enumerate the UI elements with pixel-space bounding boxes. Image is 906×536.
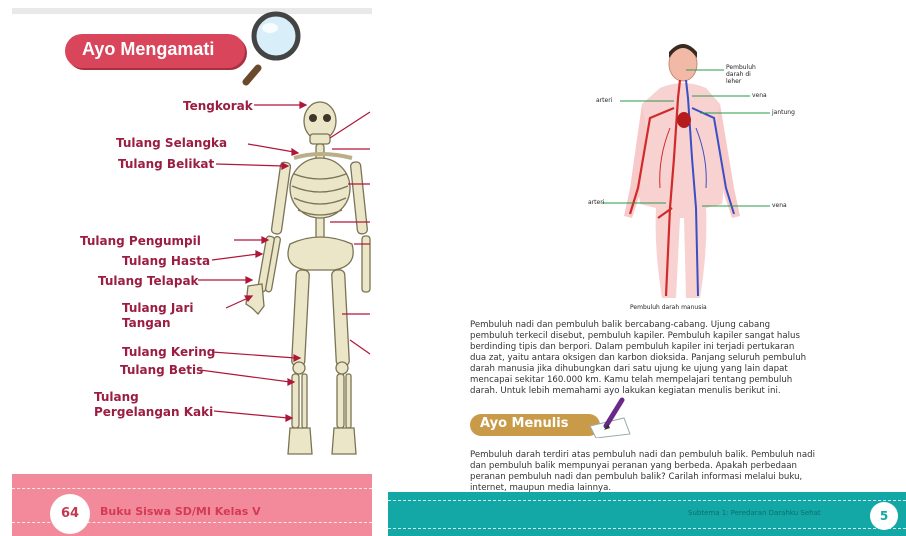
label-tangan: Tangan	[122, 316, 171, 330]
para1-line: berdinding tipis dan berpori. Dalam pemb…	[470, 342, 884, 353]
ayo-menulis-title: Ayo Menulis	[480, 416, 568, 431]
para1-line: Pembuluh nadi dan pembuluh balik bercaba…	[470, 320, 884, 331]
right-page: Pembuluh darah di leher vena arteri jant…	[388, 8, 906, 536]
right-footer	[388, 492, 906, 536]
para1-line: darah manusia jika dihubungkan dari satu…	[470, 364, 884, 375]
label-pergelangan-kaki: Pergelangan Kaki	[94, 405, 213, 419]
label-tulang: Tulang	[94, 390, 139, 404]
label-jantung: jantung	[772, 109, 795, 116]
left-page: Ayo Mengamati	[12, 8, 372, 536]
paragraph-pembuluh: Pembuluh nadi dan pembuluh balik bercaba…	[470, 320, 884, 397]
label-tengkorak: Tengkorak	[183, 99, 253, 113]
para2-line: peranan pembuluh nadi dan pembuluh balik…	[470, 472, 884, 483]
subtheme-title: Subtema 1: Peredaran Darahku Sehat	[688, 509, 821, 517]
label-neck-vessels: Pembuluh darah di leher	[726, 64, 766, 85]
label-tulang-selangka: Tulang Selangka	[116, 136, 227, 150]
page-number-left: 64	[50, 494, 90, 534]
heart-icon	[677, 112, 691, 128]
label-tulang-telapak: Tulang Telapak	[98, 274, 199, 288]
label-arteri-bottom: arteri	[588, 199, 604, 206]
para2-line: dan pembuluh balik mempunyai peranan yan…	[470, 461, 884, 472]
para2-line: Pembuluh darah terdiri atas pembuluh nad…	[470, 450, 884, 461]
page-number-right: 5	[870, 502, 898, 530]
label-tulang-hasta: Tulang Hasta	[122, 254, 210, 268]
para1-line: darah. Untuk lebih memahami ayo lakukan …	[470, 386, 884, 397]
label-vena-bottom: vena	[772, 202, 787, 209]
para1-line: pembuluh terkecil disebut, pembuluh kapi…	[470, 331, 884, 342]
label-tulang-belikat: Tulang Belikat	[118, 157, 214, 171]
label-tulang-kering: Tulang Kering	[122, 345, 215, 359]
label-tulang-pengumpil: Tulang Pengumpil	[80, 234, 201, 248]
circulatory-system-illustration	[388, 8, 906, 318]
label-tulang-jari: Tulang Jari	[122, 301, 194, 315]
para1-line: dua zat, yaitu antara oksigen dan karbon…	[470, 353, 884, 364]
label-arteri-top: arteri	[596, 97, 612, 104]
label-vena-top: vena	[752, 92, 767, 99]
para1-line: mencapai sekitar 160.000 km. Kamu telah …	[470, 375, 884, 386]
figure-caption: Pembuluh darah manusia	[630, 304, 707, 311]
paragraph-tugas: Pembuluh darah terdiri atas pembuluh nad…	[470, 450, 884, 494]
book-title-bold: Buku Siswa	[100, 505, 171, 518]
pelvis	[288, 237, 353, 270]
pencil-paper-icon	[584, 396, 634, 438]
label-tulang-betis: Tulang Betis	[120, 363, 203, 377]
book-title-rest: SD/MI Kelas V	[171, 505, 261, 518]
book-title: Buku Siswa SD/MI Kelas V	[100, 505, 261, 518]
